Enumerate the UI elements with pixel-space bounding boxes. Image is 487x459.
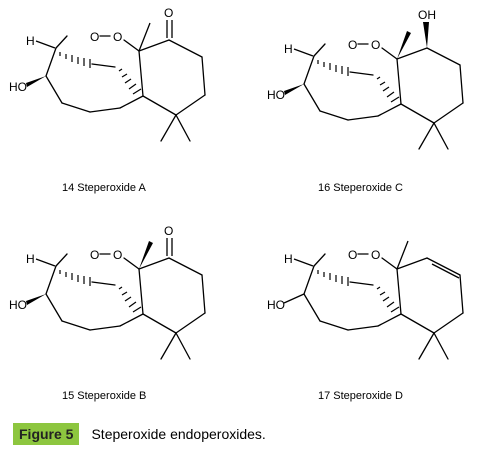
compound-caption: 14 Steperoxide A	[62, 182, 146, 194]
hydroxyl-label: HO	[9, 298, 27, 312]
figure-label-badge: Figure 5	[13, 423, 80, 445]
hydroxyl-label: HO	[267, 298, 285, 312]
peroxide-oxygen-1-label: O	[348, 38, 357, 52]
compound-caption: 16 Steperoxide C	[318, 182, 403, 194]
peroxide-oxygen-1-label: O	[90, 248, 99, 262]
peroxide-oxygen-1-label: O	[348, 248, 357, 262]
molecule-steperoxide-b: O O O H HO	[9, 224, 206, 360]
figure-caption-row: Figure 5 Steperoxide endoperoxides.	[13, 422, 266, 446]
hydrogen-label: H	[26, 252, 35, 266]
molecule-steperoxide-d: O O H HO	[267, 240, 464, 360]
hydroxyl-label: HO	[9, 80, 27, 94]
hydroxyl-label: HO	[267, 88, 285, 102]
hydrogen-label: H	[26, 34, 35, 48]
molecule-steperoxide-a: O O O H HO	[9, 6, 206, 142]
hydroxyl-top-label: OH	[418, 8, 436, 22]
peroxide-oxygen-2-label: O	[113, 248, 122, 262]
peroxide-oxygen-2-label: O	[113, 30, 122, 44]
compound-caption: 17 Steperoxide D	[318, 390, 403, 402]
hydrogen-label: H	[284, 252, 293, 266]
molecule-steperoxide-c: OH O O H HO	[267, 8, 464, 150]
hydrogen-label: H	[284, 42, 293, 56]
peroxide-oxygen-1-label: O	[90, 30, 99, 44]
peroxide-oxygen-2-label: O	[371, 248, 380, 262]
ketone-oxygen-label: O	[164, 224, 173, 238]
peroxide-oxygen-2-label: O	[371, 38, 380, 52]
figure-caption-text: Steperoxide endoperoxides.	[91, 426, 266, 442]
ketone-oxygen-label: O	[164, 6, 173, 20]
compound-caption: 15 Steperoxide B	[62, 390, 146, 402]
